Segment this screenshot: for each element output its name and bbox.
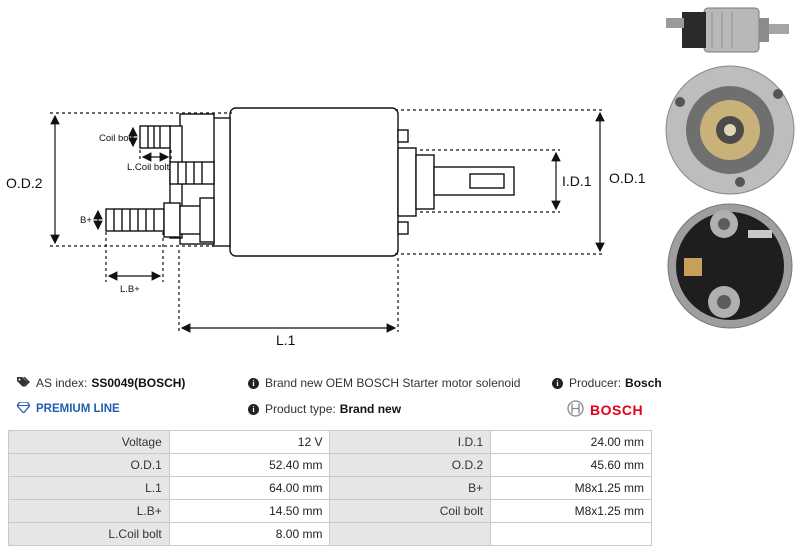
spec-key-cell: Voltage <box>8 430 170 454</box>
product-type-row: i Product type: Brand new <box>248 402 401 416</box>
spec-value-cell: 12 V <box>168 430 331 454</box>
spec-value-cell <box>490 522 652 546</box>
producer-row: i Producer: Bosch <box>552 376 662 390</box>
spec-value-cell: 24.00 mm <box>490 430 652 454</box>
as-index-value: SS0049(BOSCH) <box>91 376 186 390</box>
spec-key-cell: I.D.1 <box>329 430 492 454</box>
od1-label: O.D.1 <box>609 170 646 186</box>
spec-value-cell: 64.00 mm <box>168 476 331 500</box>
tag-icon <box>17 376 30 390</box>
spec-key-cell: L.Coil bolt <box>8 522 170 546</box>
spec-key-cell: Coil bolt <box>329 499 492 523</box>
description-text: Brand new OEM BOSCH Starter motor soleno… <box>265 376 521 390</box>
product-type-label: Product type: <box>265 402 336 416</box>
product-photo-side <box>666 7 789 53</box>
spec-key-cell: B+ <box>329 476 492 500</box>
bosch-armature-icon <box>567 400 584 420</box>
solenoid-dimension-drawing: O.D.2 O.D.1 I.D.1 L.1 L.B+ B+ Coil bolt … <box>6 107 646 348</box>
coil-bolt-label: Coil bolt <box>99 133 134 144</box>
spec-value-cell: M8x1.25 mm <box>490 499 652 523</box>
id1-label: I.D.1 <box>562 173 592 189</box>
as-index-row: AS index: SS0049(BOSCH) <box>17 376 185 390</box>
spec-value-cell: 14.50 mm <box>168 499 331 523</box>
product-photo-front <box>665 65 795 195</box>
spec-key-cell <box>329 522 492 546</box>
l1-label: L.1 <box>276 332 296 348</box>
producer-value: Bosch <box>625 376 662 390</box>
premium-line-badge: PREMIUM LINE <box>16 401 120 416</box>
spec-key-cell: L.1 <box>8 476 170 500</box>
info-icon: i <box>552 377 563 389</box>
spec-key-cell: L.B+ <box>8 499 170 523</box>
bosch-logo-text: BOSCH <box>590 402 644 418</box>
product-photo-back <box>667 203 793 329</box>
lb-label: L.B+ <box>120 284 140 295</box>
producer-label: Producer: <box>569 376 622 390</box>
diamond-icon <box>16 401 31 416</box>
bosch-logo: BOSCH <box>567 400 643 420</box>
as-index-label: AS index: <box>36 376 88 390</box>
spec-value-cell: 52.40 mm <box>168 453 331 477</box>
l-coil-bolt-label: L.Coil bolt <box>127 162 170 173</box>
product-type-value: Brand new <box>339 402 402 416</box>
spec-value-cell: 8.00 mm <box>168 522 331 546</box>
info-icon: i <box>248 403 259 415</box>
spec-value-cell: 45.60 mm <box>490 453 652 477</box>
spec-key-cell: O.D.1 <box>8 453 170 477</box>
bplus-label: B+ <box>80 215 92 226</box>
od2-label: O.D.2 <box>6 175 43 191</box>
spec-key-cell: O.D.2 <box>329 453 492 477</box>
spec-value-cell: M8x1.25 mm <box>490 476 652 500</box>
description-row: i Brand new OEM BOSCH Starter motor sole… <box>248 376 520 390</box>
premium-line-text: PREMIUM LINE <box>36 403 120 415</box>
info-icon: i <box>248 377 259 389</box>
